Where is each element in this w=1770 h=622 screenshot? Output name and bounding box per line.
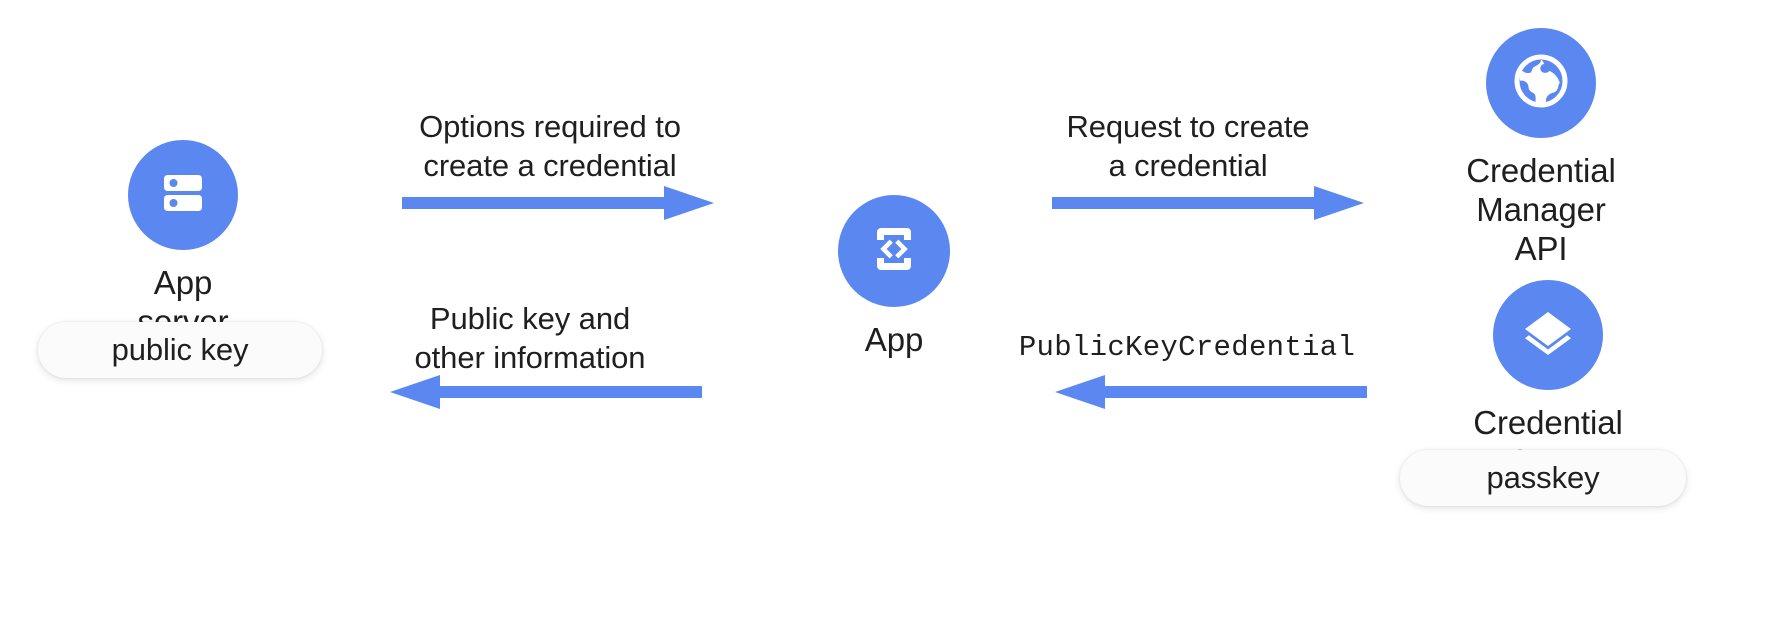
app-code-device-icon [865, 220, 923, 283]
credential-store-icon-circle [1493, 280, 1603, 390]
flow-options-required-label: Options required to create a credential [419, 109, 681, 183]
chip-passkey[interactable]: passkey [1400, 450, 1686, 506]
chip-passkey-label: passkey [1486, 460, 1600, 495]
chip-public-key-label: public key [111, 332, 249, 367]
flow-public-key-info-arrow [390, 371, 702, 413]
layers-icon [1518, 303, 1578, 368]
globe-icon [1508, 48, 1574, 119]
app-icon-circle [838, 195, 950, 307]
flow-public-key-info-label: Public key and other information [414, 301, 646, 375]
credential-manager-api-icon-circle [1486, 28, 1596, 138]
flow-public-key-credential-label: PublicKeyCredential [1018, 331, 1356, 364]
node-app[interactable]: App [838, 195, 950, 360]
node-credential-manager-api[interactable]: Credential Manager API [1466, 28, 1616, 269]
flow-public-key-credential-arrow [1055, 371, 1367, 413]
chip-public-key[interactable]: public key [38, 322, 322, 378]
app-server-icon-circle [128, 140, 238, 250]
server-icon [155, 165, 211, 226]
flow-request-create-arrow [1052, 182, 1364, 224]
flow-options-required-arrow [402, 182, 714, 224]
node-app-server[interactable]: App server [128, 140, 238, 342]
node-credential-manager-api-label: Credential Manager API [1466, 152, 1616, 267]
node-app-label: App [864, 321, 924, 358]
flow-request-create-label: Request to create a credential [1066, 109, 1310, 183]
